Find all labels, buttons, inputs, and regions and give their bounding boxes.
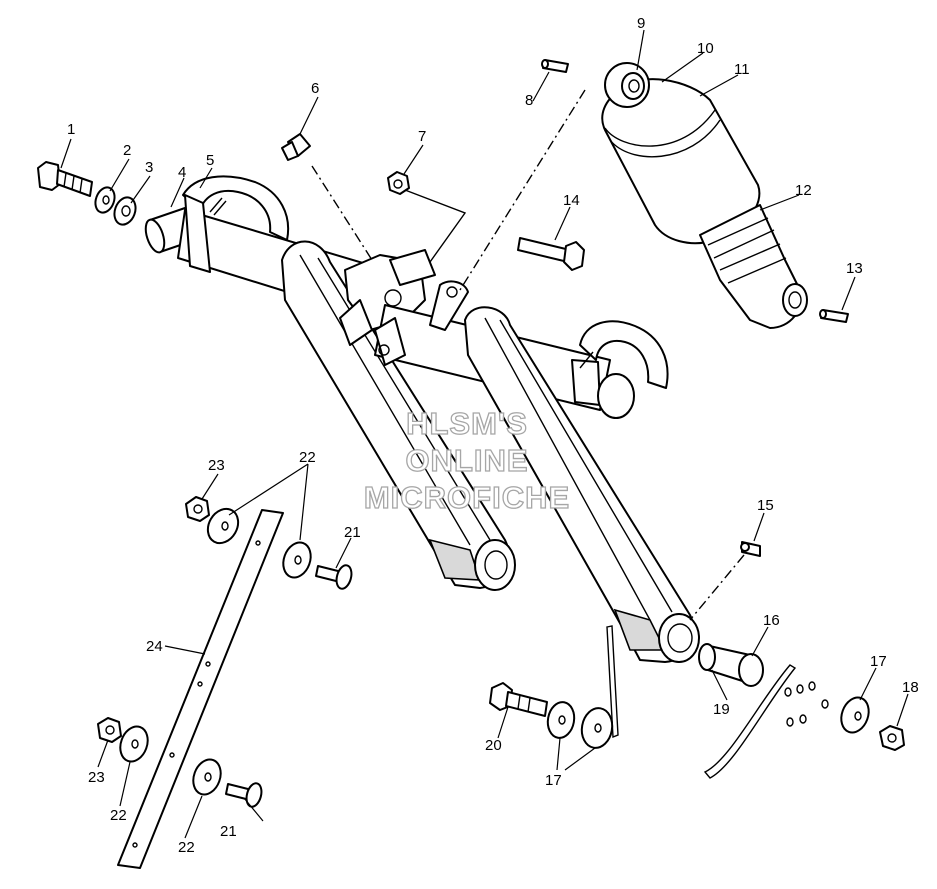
callout-12: 12 [795, 182, 812, 199]
callout-7: 7 [418, 128, 426, 145]
shock-absorber [601, 62, 808, 329]
watermark-line-2: ONLINE [405, 443, 528, 478]
part-14-bolt [517, 237, 585, 271]
part-22-washer-d [192, 758, 222, 796]
watermark: HLSM'S ONLINE MICROFICHE [363, 405, 570, 515]
callout-9: 9 [637, 15, 645, 32]
callout-13: 13 [846, 260, 863, 277]
callout-17-lower: 17 [545, 772, 562, 789]
callouts: 1 2 3 4 5 6 7 8 9 10 11 12 13 14 15 16 1… [67, 15, 919, 856]
part-3-washer [113, 196, 137, 226]
part-1-bolt [37, 161, 93, 197]
part-22-washer-c [119, 725, 149, 763]
part-15-grease-fitting [740, 541, 761, 557]
callout-8: 8 [525, 92, 533, 109]
part-23-nut-lower [97, 717, 122, 743]
part-22-washer-b [282, 541, 312, 579]
callout-17-right: 17 [870, 653, 887, 670]
part-6-grease-fitting [281, 133, 311, 161]
callout-19: 19 [713, 701, 730, 718]
callout-15: 15 [757, 497, 774, 514]
part-21-pin-upper [315, 564, 353, 590]
callout-1: 1 [67, 121, 75, 138]
part-8-pin [541, 59, 569, 73]
part-21-pin-lower [225, 782, 263, 808]
callout-22-bottom: 22 [178, 839, 195, 856]
part-2-washer [94, 186, 116, 214]
watermark-line-3: MICROFICHE [364, 480, 570, 515]
callout-20: 20 [485, 737, 502, 754]
callout-21-upper: 21 [344, 524, 361, 541]
alignment-lines [311, 89, 745, 621]
callout-5: 5 [206, 152, 214, 169]
part-16-19-bushing [698, 643, 764, 687]
callout-16: 16 [763, 612, 780, 629]
part-22-washer-a [206, 507, 240, 545]
watermark-line-1: HLSM'S [406, 406, 528, 441]
callout-14: 14 [563, 192, 580, 209]
part-18-nut [879, 725, 905, 751]
callout-6: 6 [311, 80, 319, 97]
callout-10: 10 [697, 40, 714, 57]
callout-24: 24 [146, 638, 163, 655]
part-17-washers-lower [546, 625, 619, 749]
callout-11: 11 [734, 61, 750, 78]
part-17-washer-right [840, 696, 870, 734]
part-7-nut [387, 171, 410, 195]
callout-3: 3 [145, 159, 153, 176]
callout-22-left: 22 [110, 807, 127, 824]
callout-2: 2 [123, 142, 131, 159]
callout-23-upper: 23 [208, 457, 225, 474]
callout-23-lower: 23 [88, 769, 105, 786]
part-13-pin [819, 309, 849, 323]
callout-4: 4 [178, 164, 186, 181]
callout-18: 18 [902, 679, 919, 696]
callout-22-upper: 22 [299, 449, 316, 466]
rear-control-arm [374, 280, 700, 663]
callout-21-lower: 21 [220, 823, 237, 840]
shim-strip [703, 664, 829, 779]
part-20-bolt [489, 682, 548, 717]
leader-lines [60, 29, 909, 839]
part-24-strap [117, 509, 284, 869]
part-23-nut-upper [185, 496, 210, 522]
